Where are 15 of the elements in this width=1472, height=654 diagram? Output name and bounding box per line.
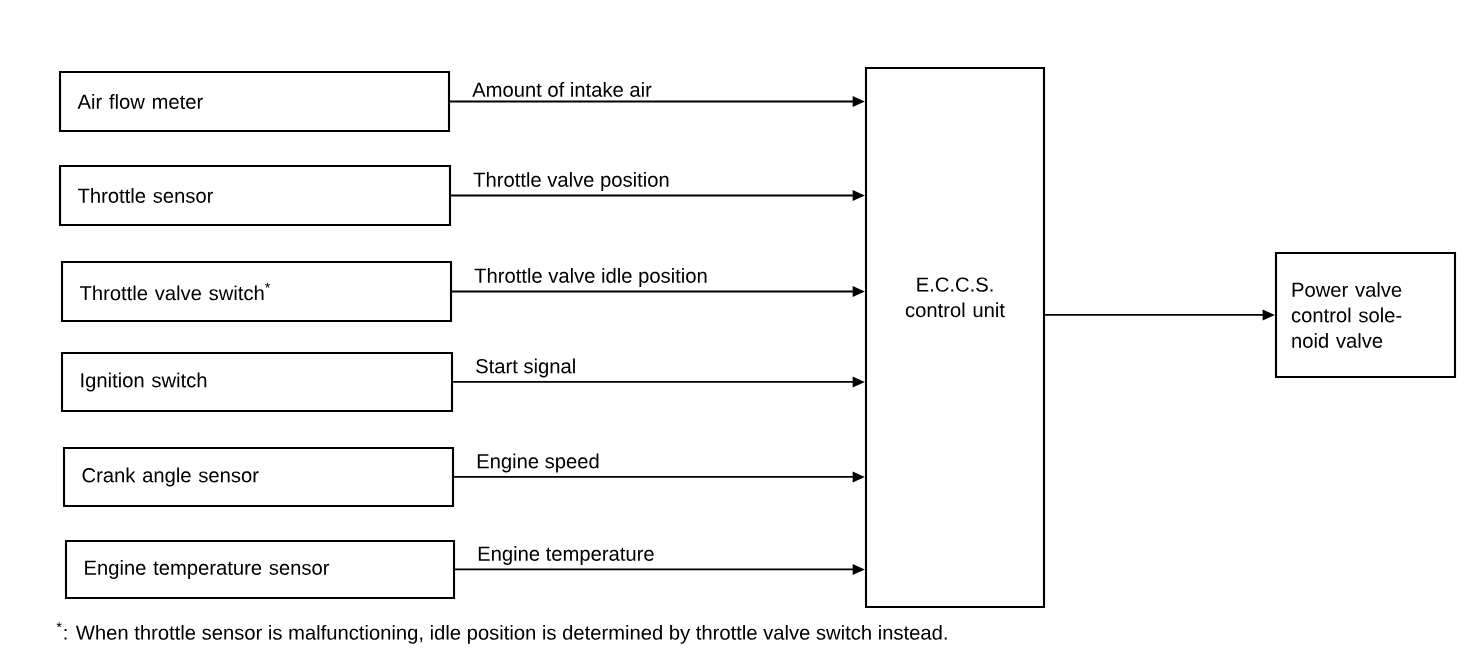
- edge-label: Engine speed: [477, 453, 599, 473]
- sensor-box: Air flow meter: [58, 70, 451, 133]
- edge-label: Throttle valve idle position: [474, 268, 707, 287]
- edge-label: Engine temperature: [478, 546, 654, 565]
- edge-label: Throttle valve position: [473, 172, 669, 191]
- unit-box: E.C.C.S. control unit: [864, 66, 1046, 609]
- footnote: $^{*}$: When throttle sensor is malfunctioning, idle position is determined by throttle valve switch instead.: [56, 622, 947, 644]
- edge-label: Start signal: [476, 358, 575, 378]
- valve-box: Power valve control sole- noid valve: [1274, 251, 1457, 379]
- sensor-box: Throttle valve switch$^{*}$: [60, 260, 453, 323]
- sensor-box: Engine temperature sensor: [64, 539, 456, 600]
- sensor-box: Ignition switch: [60, 351, 454, 413]
- edge-label: Amount of intake air: [472, 82, 652, 97]
- sensor-box: Crank angle sensor: [62, 446, 455, 508]
- sensor-box: Throttle sensor: [58, 164, 452, 227]
